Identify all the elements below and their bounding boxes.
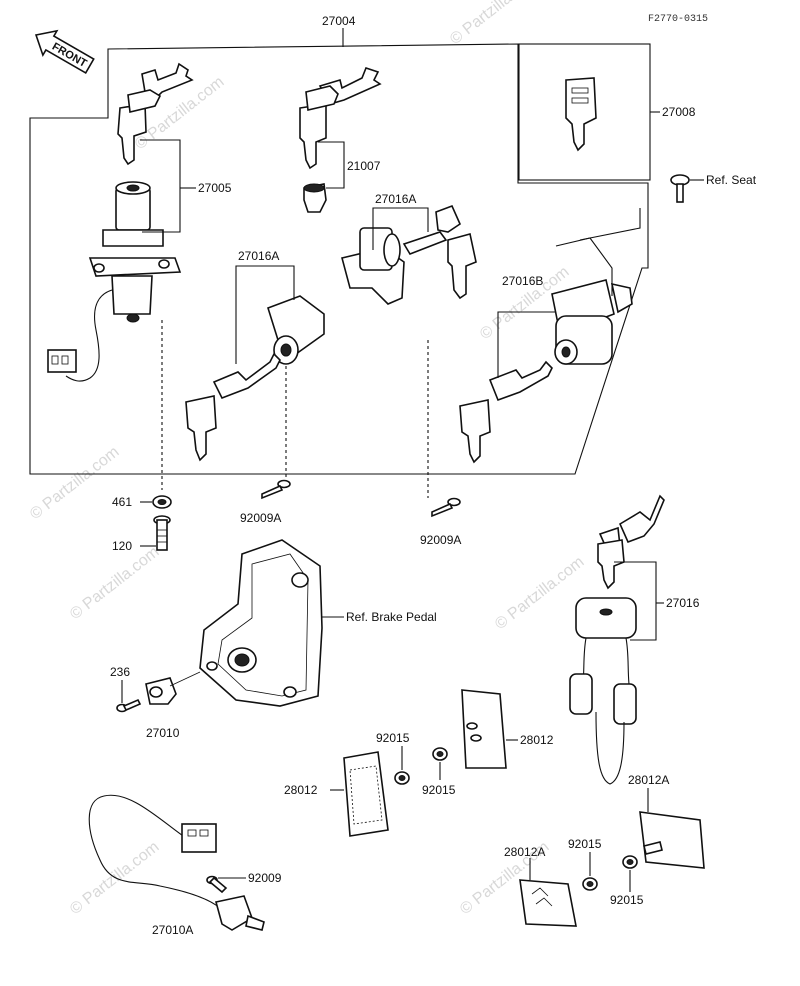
lock-27016B [459, 237, 633, 464]
watermark: © Partzilla.com [67, 543, 162, 623]
nut-92015-icon [582, 877, 598, 891]
part-label-92009A-right: 92009A [420, 533, 461, 547]
washer-461-icon [152, 495, 172, 509]
nut-92015-icon [432, 747, 448, 761]
leader-line [140, 139, 181, 233]
screw-92009A-right-icon [431, 497, 461, 518]
drawing-code: F2770-0315 [648, 14, 708, 25]
part-label-21007: 21007 [347, 159, 381, 173]
part-label-27004: 27004 [322, 14, 356, 28]
part-label-27016A-top: 27016A [375, 192, 416, 206]
part-label-27016: 27016 [666, 596, 700, 610]
switch-27010A [88, 794, 265, 931]
leader-line [318, 141, 345, 189]
key-set-21007 [299, 67, 382, 213]
part-label-27005: 27005 [198, 181, 232, 195]
nut-92015-icon [394, 771, 410, 785]
watermark: © Partzilla.com [27, 443, 122, 523]
lock-27016A-left [185, 295, 325, 462]
part-label-92015-a: 92015 [376, 731, 410, 745]
brake-switch-27010 [145, 671, 201, 705]
ref-brake-pedal-label: Ref. Brake Pedal [346, 610, 437, 624]
brake-pedal-bracket [199, 539, 323, 707]
ignition-switch-27005 [47, 62, 194, 382]
part-label-27010A: 27010A [152, 923, 193, 937]
key-icon [117, 62, 194, 166]
part-label-28012A-upper: 28012A [628, 773, 669, 787]
part-label-92015-d: 92015 [610, 893, 644, 907]
leader-line [235, 265, 295, 364]
leader-line [579, 208, 641, 241]
leader-line [497, 311, 556, 378]
reflector-28012A-upper [639, 811, 705, 869]
lock-27016A-top [341, 204, 477, 305]
reflector-28012-upper [461, 689, 507, 769]
ref-seat-label: Ref. Seat [706, 173, 757, 187]
screw-236-icon [116, 698, 142, 713]
reflector-28012-lower [343, 751, 389, 837]
part-label-28012A-lower: 28012A [504, 845, 545, 859]
part-label-92009A-left: 92009A [240, 511, 281, 525]
screw-92009A-left-icon [261, 479, 291, 500]
part-label-28012-upper: 28012 [520, 733, 554, 747]
key-27008 [565, 77, 597, 152]
part-label-120: 120 [112, 539, 132, 553]
front-arrow-icon: FRONT [34, 29, 95, 75]
reflector-28012A-lower [519, 879, 577, 927]
bolt-120-icon [153, 515, 171, 551]
nut-92015-icon [622, 855, 638, 869]
part-label-92015-b: 92015 [422, 783, 456, 797]
leader-line [614, 561, 657, 641]
part-label-27008: 27008 [662, 105, 696, 119]
part-label-27016B: 27016B [502, 274, 543, 288]
screw-92009-icon [206, 875, 228, 894]
watermark: © Partzilla.com [492, 553, 587, 633]
set-27004-box [29, 43, 649, 475]
part-label-236: 236 [110, 665, 130, 679]
part-label-27010: 27010 [146, 726, 180, 740]
part-label-461: 461 [112, 495, 132, 509]
part-label-27016A-left: 27016A [238, 249, 279, 263]
leader-line [372, 207, 429, 250]
cable-lock-27016 [569, 494, 665, 785]
watermark: © Partzilla.com [447, 0, 542, 48]
part-label-92009: 92009 [248, 871, 282, 885]
watermark: © Partzilla.com [67, 838, 162, 918]
part-label-28012-lower: 28012 [284, 783, 318, 797]
part-label-92015-c: 92015 [568, 837, 602, 851]
screw-icon [670, 174, 690, 203]
